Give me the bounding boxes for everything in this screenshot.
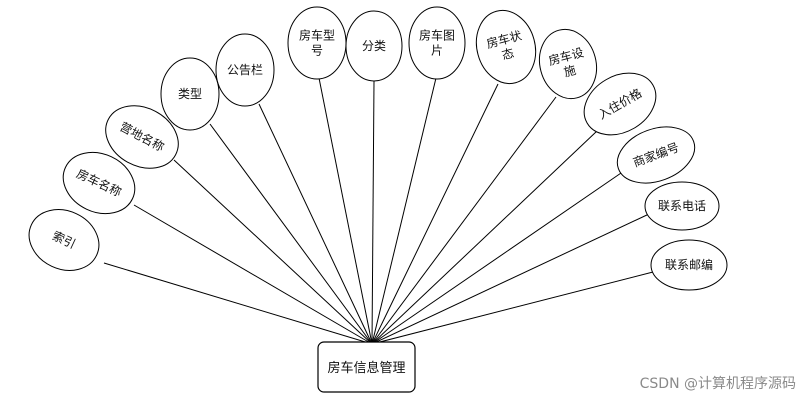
attribute-label-line: 房车图 <box>419 28 455 43</box>
attribute-label-lianxi-youbian: 联系邮编 <box>665 257 713 272</box>
attribute-fangche-zhuangtai: 房车状态 <box>475 9 537 85</box>
attribute-suoyin: 索引 <box>28 209 100 271</box>
watermark: CSDN @计算机程序源码 <box>640 376 796 392</box>
attribute-ellipse-fangche-zhuangtai <box>475 9 537 85</box>
attribute-fangche-sheshi: 房车设施 <box>538 28 598 100</box>
connector-fangche-xinghao <box>318 77 373 345</box>
connector-fangche-sheshi <box>371 96 557 345</box>
connector-lianxi-youbian <box>371 271 654 345</box>
attribute-ellipse-gonggaolan <box>215 33 275 107</box>
attribute-label-line: 联系电话 <box>658 199 706 213</box>
attribute-leixing: 类型 <box>160 57 220 131</box>
attribute-ellipse-fenlei <box>345 10 403 82</box>
attribute-label-leixing: 类型 <box>178 87 202 101</box>
attribute-fenlei: 分类 <box>345 10 403 82</box>
connector-shangjia-bianhao <box>371 170 625 345</box>
attribute-ellipse-leixing <box>160 57 220 131</box>
entity-label: 房车信息管理 <box>327 360 405 376</box>
attribute-ellipse-fangche-tupian <box>408 6 466 80</box>
attribute-label-line: 房车型 <box>299 28 335 43</box>
connector-lines <box>103 77 654 345</box>
attribute-ellipses: 索引房车名称营地名称类型公告栏房车型号分类房车图片房车状态房车设施入住价格商家编… <box>28 6 728 291</box>
attribute-fangche-mingcheng: 房车名称 <box>62 151 136 215</box>
connector-leixing <box>209 123 373 345</box>
attribute-lianxi-dianhua: 联系电话 <box>644 181 720 231</box>
attribute-ellipse-yingdi-mingcheng <box>105 105 179 169</box>
connector-fenlei <box>371 80 375 345</box>
attribute-label-line: 公告栏 <box>227 62 263 77</box>
attribute-ellipse-lianxi-dianhua <box>644 181 720 231</box>
attribute-label-gonggaolan: 公告栏 <box>227 62 263 77</box>
entity-node: 房车信息管理 <box>317 341 416 393</box>
attribute-label-line: 分类 <box>362 39 386 53</box>
attribute-ellipse-shangjia-bianhao <box>616 126 696 184</box>
attribute-lianxi-youbian: 联系邮编 <box>650 239 728 291</box>
connector-yingdi-mingcheng <box>173 159 373 345</box>
entity-box <box>317 341 416 393</box>
attribute-shangjia-bianhao: 商家编号 <box>616 126 696 184</box>
connector-fangche-zhuangtai <box>371 83 499 345</box>
attribute-ellipse-ruzhu-jiage <box>583 72 657 136</box>
connector-gonggaolan <box>258 103 373 345</box>
attribute-label-line: 态 <box>500 46 515 63</box>
connector-suoyin <box>103 262 373 345</box>
attribute-label-line: 类型 <box>178 87 202 101</box>
connector-fangche-tupian <box>371 77 437 345</box>
attribute-gonggaolan: 公告栏 <box>215 33 275 107</box>
attribute-ruzhu-jiage: 入住价格 <box>583 72 657 136</box>
attribute-fangche-tupian: 房车图片 <box>408 6 466 80</box>
attribute-label-line: 片 <box>431 44 443 58</box>
attribute-label-line: 号 <box>311 44 323 58</box>
attribute-label-lianxi-dianhua: 联系电话 <box>658 199 706 213</box>
attribute-yingdi-mingcheng: 营地名称 <box>105 105 179 169</box>
attribute-label-fangche-tupian: 房车图片 <box>419 28 455 58</box>
connector-lianxi-dianhua <box>371 213 650 345</box>
connector-ruzhu-jiage <box>371 130 598 345</box>
attribute-label-line: 联系邮编 <box>665 257 713 272</box>
attribute-label-line: 施 <box>562 63 577 80</box>
attribute-label-fangche-xinghao: 房车型号 <box>299 28 335 58</box>
attribute-ellipse-suoyin <box>28 209 100 271</box>
attribute-ellipse-lianxi-youbian <box>650 239 728 291</box>
attribute-ellipse-fangche-mingcheng <box>62 151 136 215</box>
attribute-label-fenlei: 分类 <box>362 39 386 53</box>
connector-fangche-mingcheng <box>133 204 373 345</box>
attribute-fangche-xinghao: 房车型号 <box>287 6 347 80</box>
attribute-ellipse-fangche-sheshi <box>538 28 598 100</box>
